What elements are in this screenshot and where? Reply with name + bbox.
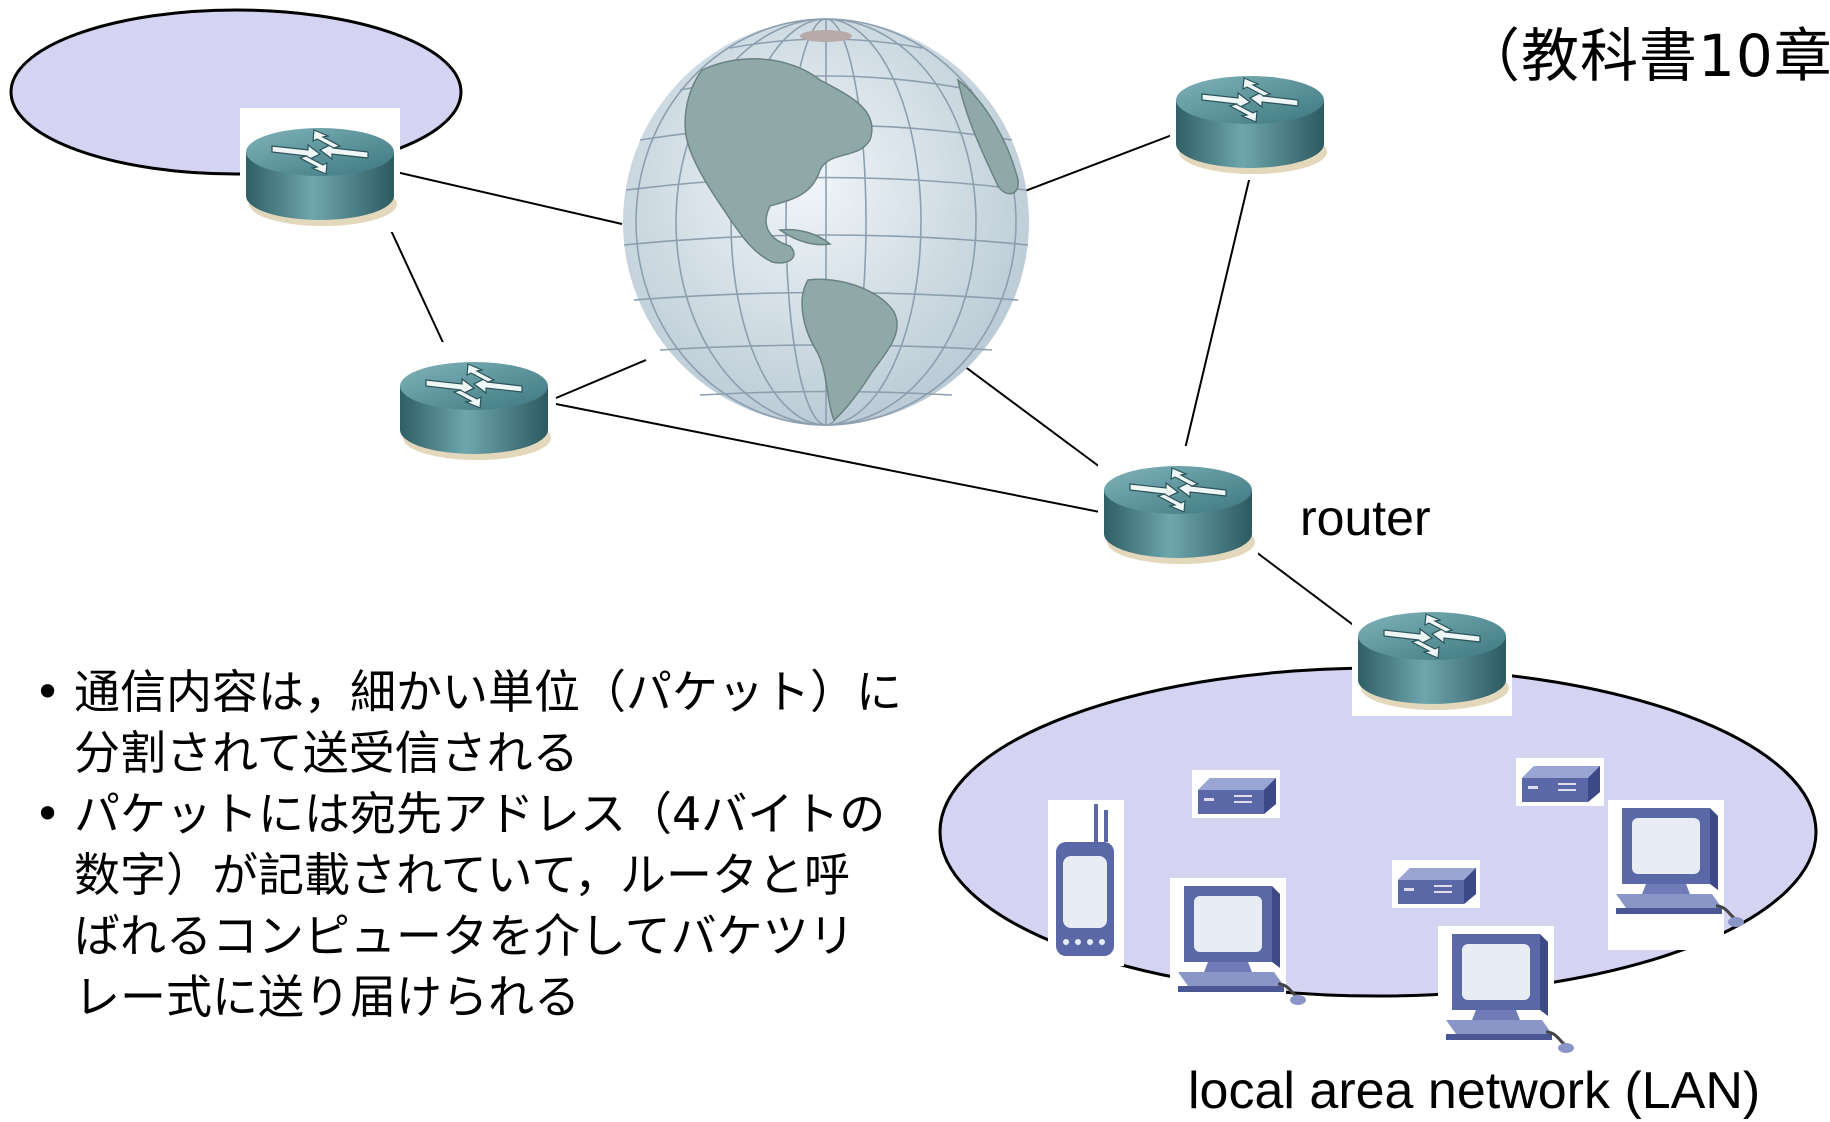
textbook-chapter-reference: （教科書10章）	[1462, 22, 1830, 90]
bullet-text-line: 数字）が記載されていて，ルータと呼	[74, 848, 851, 902]
bullet-glyph: •	[34, 665, 62, 719]
bullet-item-1: • 通信内容は，細かい単位（パケット）に 分割されて送受信される	[30, 662, 930, 784]
bullet-text-line: レー式に送り届けられる	[74, 970, 580, 1024]
router-icon-remote-network	[239, 107, 401, 233]
router-icon-top-right	[1169, 55, 1331, 181]
bullet-item-2: • パケットには宛先アドレス（4バイトの 数字）が記載されていて，ルータと呼 ば…	[30, 784, 930, 1028]
explanation-bullets: • 通信内容は，細かい単位（パケット）に 分割されて送受信される • パケットに…	[30, 662, 930, 1028]
mobile-handset-icon	[1048, 800, 1124, 966]
router-icon-left	[393, 341, 555, 467]
bullet-text-line: 通信内容は，細かい単位（パケット）に	[74, 665, 902, 719]
desktop-computer-icon-3	[1436, 924, 1576, 1078]
desktop-computer-icon-1	[1168, 876, 1308, 1030]
desktop-computer-icon-2	[1606, 798, 1746, 952]
hub-icon-2	[1516, 758, 1604, 806]
globe-icon	[623, 18, 1029, 426]
bullet-glyph: •	[34, 787, 62, 841]
hub-icon-3	[1392, 860, 1480, 908]
bullet-text-line: ばれるコンピュータを介してバケツリ	[74, 909, 855, 963]
lan-label: local area network (LAN)	[1188, 1062, 1761, 1120]
network-links	[387, 131, 1369, 637]
router-label: router	[1300, 490, 1431, 546]
bullet-text-line: パケットには宛先アドレス（4バイトの	[74, 787, 886, 841]
bullet-text-line: 分割されて送受信される	[74, 726, 579, 780]
hub-icon-1	[1192, 770, 1280, 818]
router-icon-center	[1097, 445, 1259, 571]
router-icon-lan-gateway	[1351, 591, 1513, 717]
